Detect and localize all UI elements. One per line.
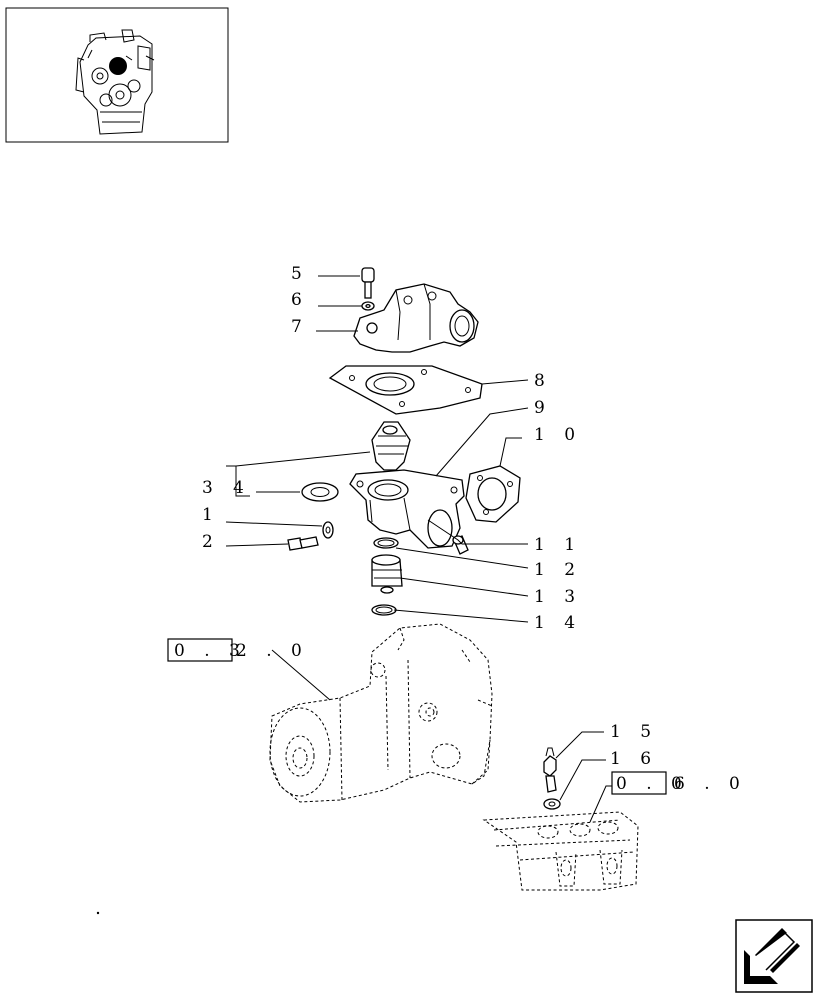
- callout-14[interactable]: 1 4: [534, 613, 582, 633]
- part-13-sleeve[interactable]: [371, 554, 403, 594]
- reference-0-06-0[interactable]: 0 . 0 6 . 0: [611, 771, 747, 795]
- part-8-gasket-plate[interactable]: [328, 365, 483, 415]
- reference-0-32-0-rest: 2 . 0: [236, 641, 309, 661]
- stray-dot: [96, 911, 100, 915]
- callout-10[interactable]: 1 0: [534, 425, 582, 445]
- callout-6[interactable]: 6: [291, 290, 309, 310]
- part-16-washer[interactable]: [543, 798, 561, 810]
- callout-5[interactable]: 5: [291, 264, 309, 284]
- part-1-washer[interactable]: [322, 521, 334, 539]
- part-6-washer[interactable]: [361, 301, 375, 311]
- callout-2[interactable]: 2: [202, 532, 220, 552]
- callout-9[interactable]: 9: [534, 398, 552, 418]
- water-pump-dashed-outline: [269, 623, 493, 803]
- part-3-thermostat[interactable]: [371, 421, 411, 471]
- part-10-gasket[interactable]: [465, 465, 521, 523]
- callout-8[interactable]: 8: [534, 371, 552, 391]
- callout-16[interactable]: 1 6: [610, 749, 658, 769]
- part-4-seal[interactable]: [301, 482, 339, 502]
- part-7-outlet-housing[interactable]: [353, 283, 479, 353]
- callout-7[interactable]: 7: [291, 317, 309, 337]
- reference-0-32-0-boxed: 0 . 3: [174, 641, 247, 661]
- reference-0-32-0[interactable]: 0 . 3 2 . 0: [167, 638, 309, 662]
- part-15-temperature-sensor[interactable]: [543, 747, 557, 793]
- callout-3[interactable]: 3: [202, 478, 220, 498]
- callout-13[interactable]: 1 3: [534, 587, 582, 607]
- engine-thumbnail[interactable]: [5, 7, 229, 143]
- reference-0-06-0-boxed: 0 . 0: [616, 774, 689, 794]
- engine-thumbnail-drawing: [75, 29, 155, 135]
- callout-12[interactable]: 1 2: [534, 560, 582, 580]
- cylinder-head-dashed-outline: [482, 811, 639, 891]
- part-5-bolt[interactable]: [361, 267, 375, 299]
- arrow-down-left-icon: [744, 928, 800, 984]
- callout-11[interactable]: 1 1: [534, 535, 582, 555]
- part-9-thermostat-body[interactable]: [349, 469, 465, 549]
- callout-1[interactable]: 1: [202, 505, 220, 525]
- reference-0-06-0-rest: 6 . 0: [674, 774, 747, 794]
- part-14-o-ring[interactable]: [371, 604, 397, 616]
- nav-back-button[interactable]: [735, 919, 813, 993]
- callouts: 5 6 7 8 9 1 0 3 4 1 2 1 1 1 2 1 3 1 4 1 …: [202, 264, 658, 769]
- callout-4[interactable]: 4: [233, 478, 251, 498]
- leader-lines: [225, 275, 612, 823]
- part-12-o-ring[interactable]: [373, 537, 399, 549]
- location-highlight: [109, 57, 127, 75]
- part-2-bolt[interactable]: [287, 536, 319, 551]
- callout-15[interactable]: 1 5: [610, 722, 658, 742]
